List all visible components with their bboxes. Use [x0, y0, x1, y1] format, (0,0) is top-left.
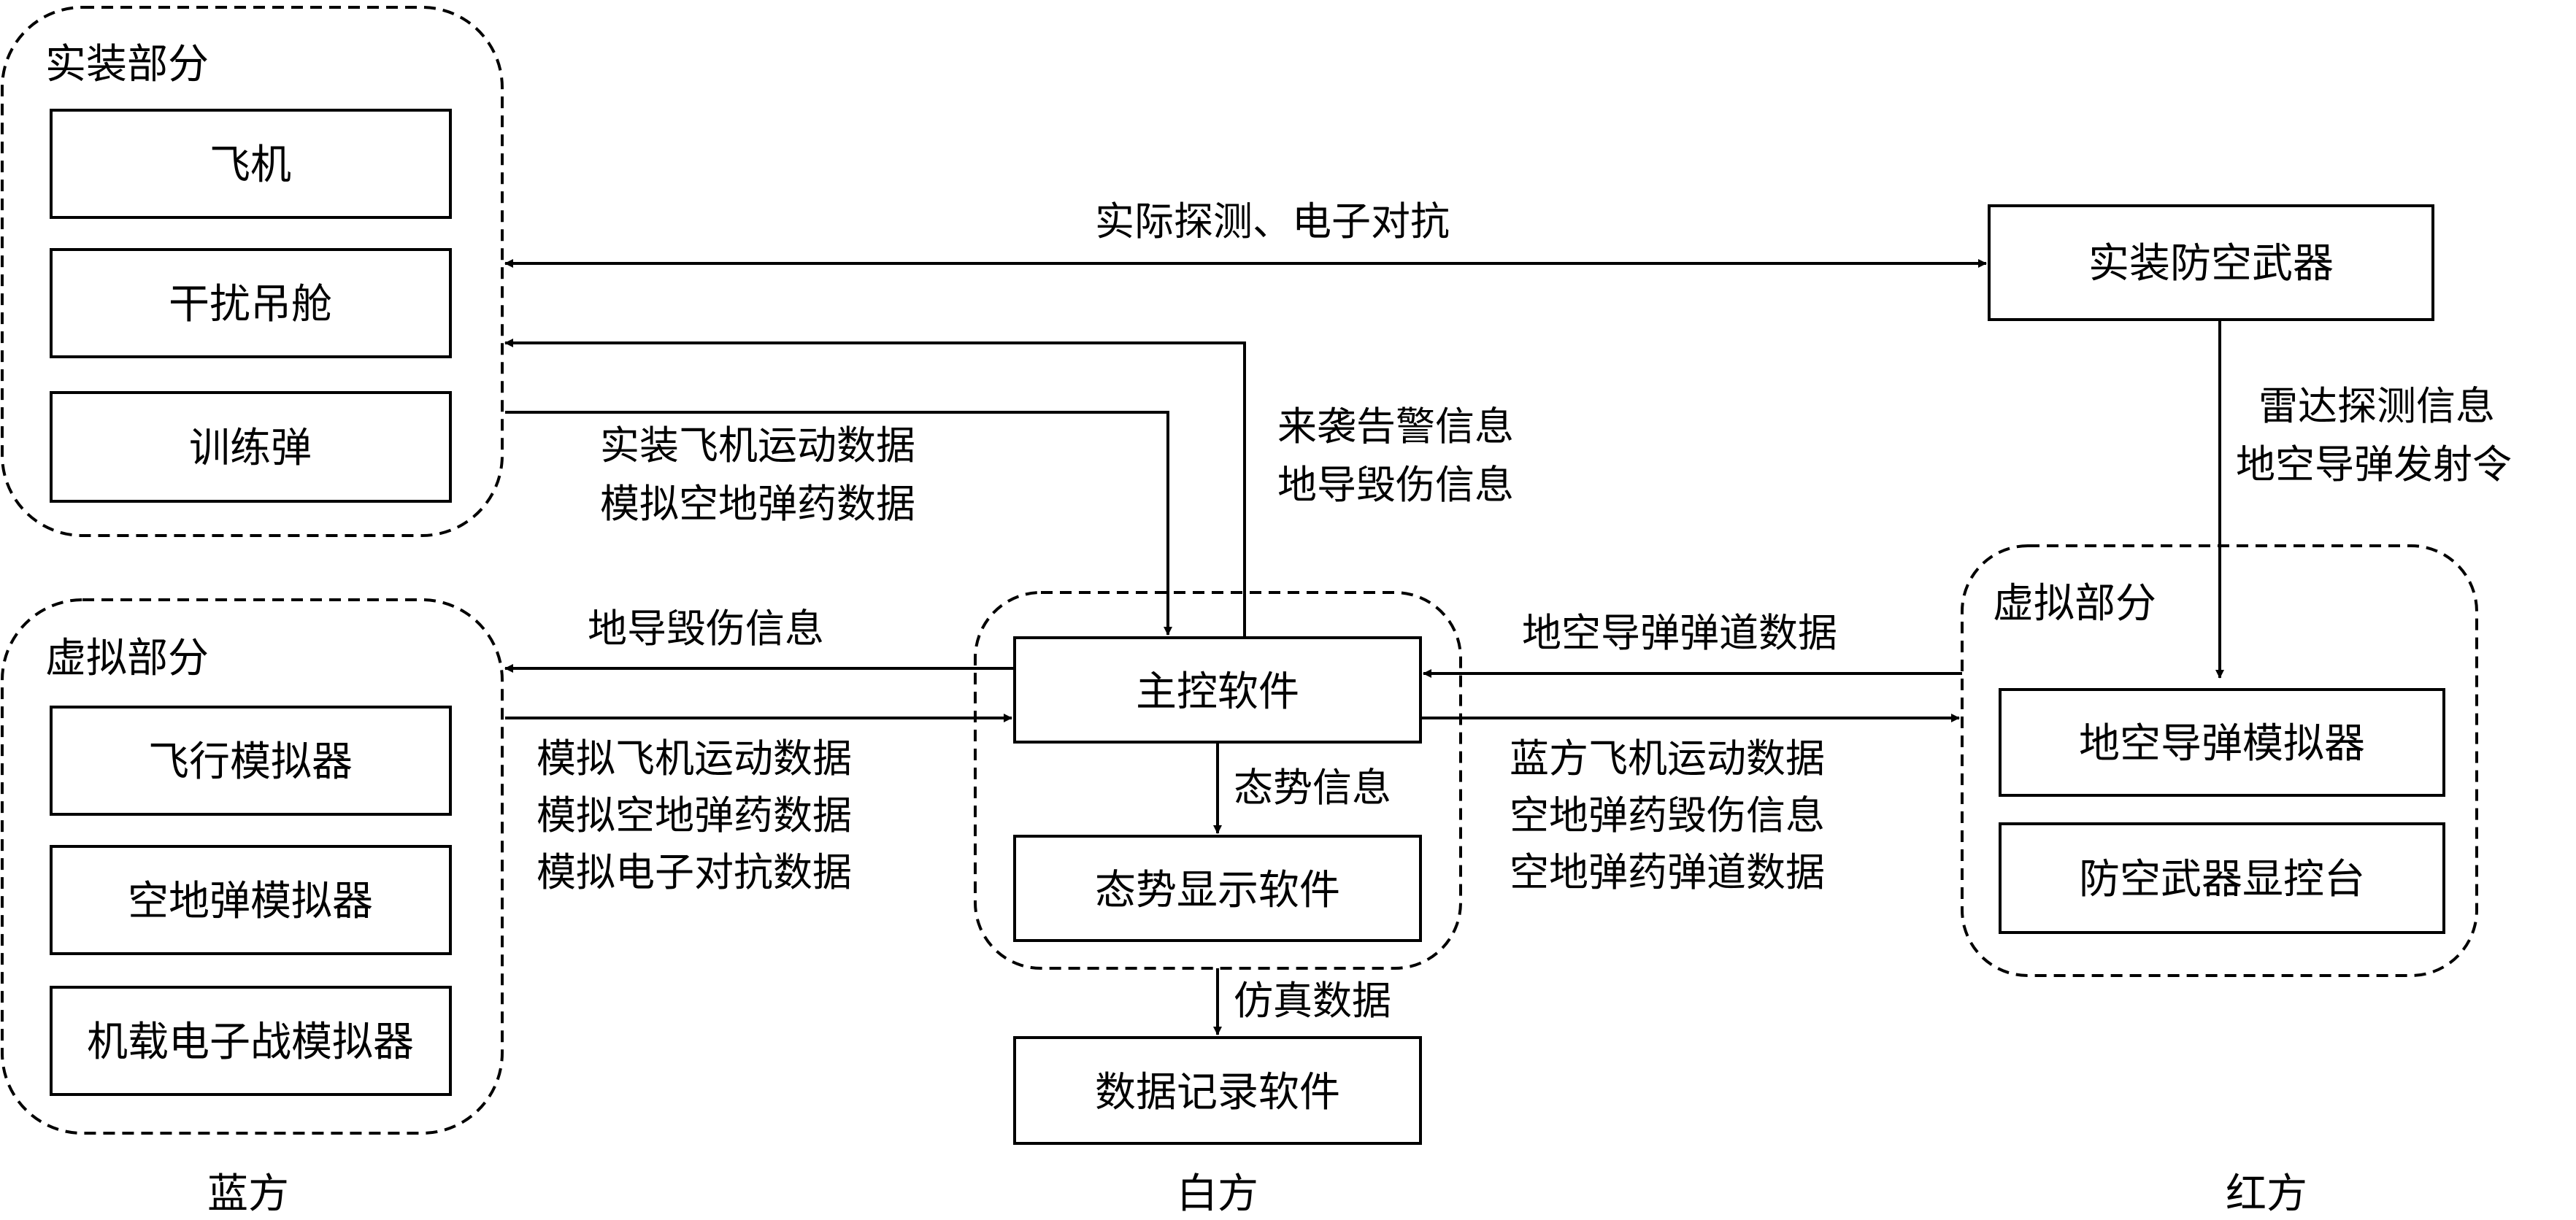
main-to-red-label-1: 蓝方飞机运动数据	[1510, 736, 1825, 781]
sam-simulator-label: 地空导弹模拟器	[2079, 720, 2365, 768]
blue-virtual-group: 虚拟部分 飞行模拟器 空地弹模拟器 机载电子战模拟器	[1, 598, 504, 1135]
jamming-pod-label: 干扰吊舱	[169, 281, 332, 328]
training-bomb-label: 训练弹	[189, 425, 312, 472]
training-bomb-box	[50, 391, 452, 503]
situation-display-label: 态势显示软件	[1095, 867, 1340, 914]
sam-simulator-box	[1999, 688, 2445, 797]
real-aa-weapon-box	[1988, 204, 2434, 321]
main-to-virtual-label: 地导毁伤信息	[588, 606, 824, 652]
main-to-real-label-1: 来袭告警信息	[1277, 404, 1514, 449]
simulation-label: 仿真数据	[1234, 978, 1391, 1024]
main-to-real-arrow	[504, 339, 1246, 638]
ew-simulator-box	[50, 986, 452, 1096]
air-ground-sim-box	[50, 845, 452, 955]
air-ground-sim-label: 空地弹模拟器	[128, 878, 373, 925]
connectors	[504, 259, 2224, 1035]
main-control-label: 主控软件	[1136, 668, 1299, 716]
data-recorder-box	[1013, 1036, 1422, 1145]
ew-simulator-label: 机载电子战模拟器	[87, 1019, 414, 1066]
side-captions: 蓝方 白方 红方	[207, 1170, 2307, 1218]
blue-real-title: 实装部分	[45, 41, 209, 88]
real-to-main-label-2: 模拟空地弹药数据	[600, 481, 915, 527]
weapon-to-sam-label-1: 雷达探测信息	[2258, 383, 2495, 429]
virtual-to-main-label-2: 模拟空地弹药数据	[537, 792, 852, 838]
weapon-to-sam-label-2: 地空导弹发射令	[2236, 441, 2512, 487]
real-aa-weapon-label: 实装防空武器	[2088, 240, 2334, 287]
red-to-main-label: 地空导弹弹道数据	[1522, 610, 1837, 656]
red-virtual-title: 虚拟部分	[1993, 580, 2156, 628]
situation-label: 态势信息	[1234, 765, 1391, 811]
blue-side-caption: 蓝方	[207, 1170, 289, 1216]
blue-real-group: 实装部分 飞机 干扰吊舱 训练弹	[1, 6, 504, 537]
jamming-pod-box	[50, 248, 452, 358]
red-group: 实装防空武器 虚拟部分 地空导弹模拟器 防空武器显控台	[1961, 204, 2478, 977]
situation-display-box	[1013, 835, 1422, 942]
real-to-main-label-1: 实装飞机运动数据	[600, 422, 915, 468]
aa-console-label: 防空武器显控台	[2079, 856, 2365, 903]
main-to-real-label-2: 地导毁伤信息	[1277, 462, 1514, 508]
virtual-to-main-label-1: 模拟飞机运动数据	[537, 736, 852, 781]
data-recorder-label: 数据记录软件	[1095, 1069, 1340, 1116]
virtual-to-main-label-3: 模拟电子对抗数据	[537, 849, 852, 895]
white-group: 主控软件 态势显示软件 数据记录软件	[974, 591, 1462, 1145]
flight-simulator-label: 飞行模拟器	[148, 738, 353, 786]
blue-virtual-title: 虚拟部分	[45, 635, 209, 682]
edge-labels: 实际探测、电子对抗 实装飞机运动数据 模拟空地弹药数据 来袭告警信息 地导毁伤信…	[537, 198, 2512, 1024]
aa-console-box	[1999, 822, 2445, 934]
aircraft-box	[50, 109, 452, 219]
white-side-caption: 白方	[1177, 1170, 1258, 1216]
main-to-red-label-3: 空地弹药弹道数据	[1510, 849, 1825, 895]
red-side-caption: 红方	[2226, 1170, 2307, 1216]
main-to-red-label-2: 空地弹药毁伤信息	[1510, 792, 1825, 838]
real-to-main-arrow	[505, 411, 1172, 636]
aircraft-label: 飞机	[209, 142, 291, 189]
flight-simulator-box	[50, 706, 452, 816]
top-link-label: 实际探测、电子对抗	[1095, 198, 1450, 244]
